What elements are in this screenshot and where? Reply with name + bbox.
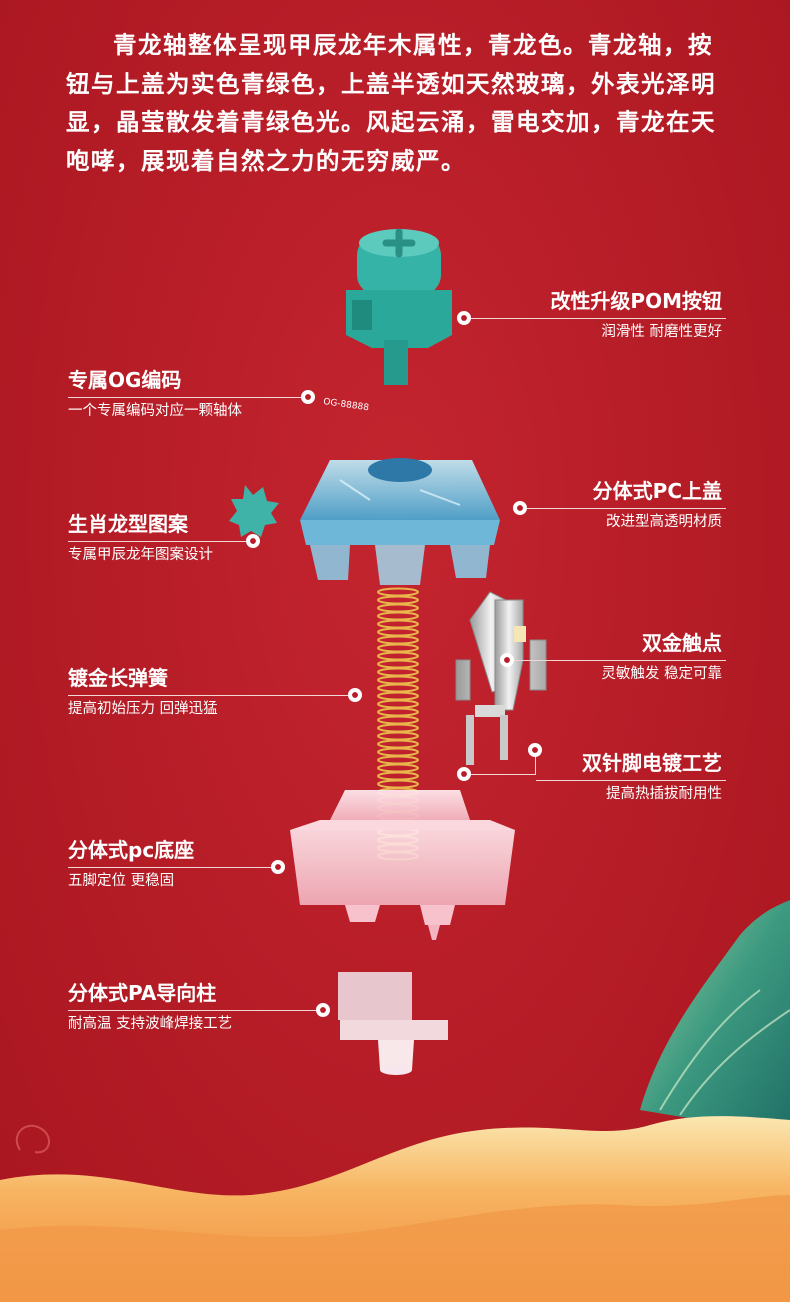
callout-subtitle: 改进型高透明材质: [606, 514, 722, 530]
dual-pins-leader-vline: [535, 750, 536, 774]
spring-coil: [377, 603, 419, 613]
callout-title: 双金触点: [642, 631, 722, 655]
callout-pom-stem: 改性升级POM按钮 润滑性 耐磨性更好: [550, 288, 722, 342]
pc-bottom-leader-line: [68, 867, 273, 868]
callout-pa-guide: 分体式PA导向柱 耐高温 支持波峰焊接工艺: [68, 980, 232, 1034]
pa-guide-leader-line: [68, 1010, 318, 1011]
spring-coil: [377, 619, 419, 629]
callout-gold-contacts: 双金触点 灵敏触发 稳定可靠: [601, 630, 722, 684]
dual-pins-leader-hline: [470, 774, 536, 775]
intro-text: 青龙轴整体呈现甲辰龙年木属性，青龙色。青龙轴，按钮与上盖为实色青绿色，上盖半透如…: [66, 31, 716, 175]
gold-spring-marker: [348, 688, 362, 702]
callout-pc-bottom: 分体式pc底座 五脚定位 更稳固: [68, 837, 194, 891]
spring-coil: [377, 587, 419, 597]
spring-coil: [377, 683, 419, 693]
og-code-mark: OG-88888: [323, 397, 370, 413]
spring-coil: [377, 747, 419, 757]
spring-coil: [377, 627, 419, 637]
pa-guide-part: [338, 972, 448, 1075]
spring-coil: [377, 691, 419, 701]
gold-spring-leader-line: [68, 695, 348, 696]
callout-subtitle: 提高初始压力 回弹迅猛: [68, 701, 218, 717]
callout-title: 分体式PC上盖: [592, 479, 722, 503]
callout-og-code: 专属OG编码 一个专属编码对应一颗轴体: [68, 367, 242, 421]
dual-pins-leader-line: [536, 780, 726, 781]
callout-dual-pins: 双针脚电镀工艺 提高热插拔耐用性: [582, 750, 722, 804]
spring-coil: [377, 659, 419, 669]
gold-contacts-part: [455, 591, 547, 765]
callout-subtitle: 专属甲辰龙年图案设计: [68, 547, 213, 563]
callout-subtitle: 一个专属编码对应一颗轴体: [68, 403, 242, 419]
pa-guide-marker: [316, 1003, 330, 1017]
dragon-pattern-leader-line: [68, 541, 248, 542]
spring-coil: [377, 651, 419, 661]
gold-contacts-leader-line: [513, 660, 726, 661]
callout-title: 专属OG编码: [68, 368, 182, 392]
callout-subtitle: 耐高温 支持波峰焊接工艺: [68, 1016, 233, 1032]
spring-coil: [377, 739, 419, 749]
callout-title: 镀金长弹簧: [68, 666, 168, 690]
pc-top-marker: [513, 501, 527, 515]
pc-bottom-marker: [271, 860, 285, 874]
pc-top-housing-part: [300, 458, 500, 585]
callout-subtitle: 润滑性 耐磨性更好: [601, 324, 722, 340]
pom-stem-part: [346, 228, 452, 385]
spring-coil: [377, 635, 419, 645]
spring-coil: [377, 707, 419, 717]
dragon-pattern-marker: [246, 534, 260, 548]
dual-pins-marker-left: [457, 767, 471, 781]
spring-coil: [377, 699, 419, 709]
spring-coil: [377, 675, 419, 685]
callout-subtitle: 提高热插拔耐用性: [606, 786, 722, 802]
spring-coil: [377, 771, 419, 781]
pom-stem-leader-line: [470, 318, 726, 319]
spring-coil: [377, 763, 419, 773]
spring-coil: [377, 755, 419, 765]
og-code-leader-line: [68, 397, 301, 398]
spring-coil: [377, 643, 419, 653]
spring-coil: [377, 779, 419, 789]
callout-pc-top: 分体式PC上盖 改进型高透明材质: [593, 478, 722, 532]
pc-bottom-housing-part: [290, 790, 515, 940]
pom-stem-marker: [457, 311, 471, 325]
callout-gold-spring: 镀金长弹簧 提高初始压力 回弹迅猛: [68, 665, 218, 719]
spring-coil: [377, 723, 419, 733]
mountain-decoration: [640, 900, 790, 1135]
spring-coil: [377, 715, 419, 725]
cloud-decoration: [0, 1116, 790, 1302]
callout-title: 分体式PA导向柱: [68, 981, 217, 1005]
pc-top-leader-line: [526, 508, 726, 509]
callout-subtitle: 五脚定位 更稳固: [68, 873, 175, 889]
og-code-marker: [301, 390, 315, 404]
dual-pins-marker-top: [528, 743, 542, 757]
callout-title: 生肖龙型图案: [68, 512, 188, 536]
intro-paragraph: 青龙轴整体呈现甲辰龙年木属性，青龙色。青龙轴，按钮与上盖为实色青绿色，上盖半透如…: [66, 26, 730, 180]
callout-dragon-pattern: 生肖龙型图案 专属甲辰龙年图案设计: [68, 511, 213, 565]
dragon-pattern-part: [229, 485, 279, 537]
callout-title: 双针脚电镀工艺: [582, 751, 722, 775]
gold-contacts-marker: [500, 653, 514, 667]
spring-coil: [377, 731, 419, 741]
callout-title: 分体式pc底座: [68, 838, 195, 862]
callout-title: 改性升级POM按钮: [550, 289, 722, 313]
spring-coil: [377, 611, 419, 621]
callout-subtitle: 灵敏触发 稳定可靠: [601, 666, 722, 682]
spring-coil: [377, 667, 419, 677]
spring-coil: [377, 595, 419, 605]
